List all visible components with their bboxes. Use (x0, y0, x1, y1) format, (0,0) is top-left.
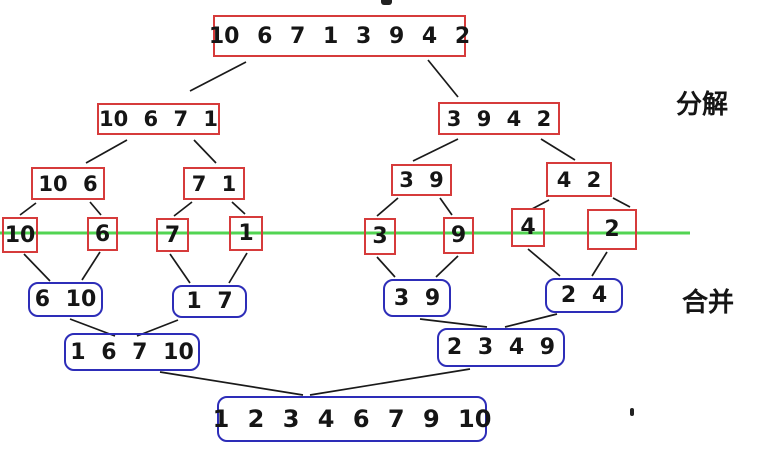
connector-line (159, 371, 304, 396)
connector-line (228, 252, 248, 284)
connector-line (231, 201, 246, 215)
connector-line (309, 368, 471, 396)
connector-line (81, 251, 101, 281)
merge-l1-box: 3 9 (383, 279, 451, 317)
leaf-box: 3 (364, 218, 396, 255)
leaf-box: 6 (87, 217, 118, 251)
connector-line (504, 313, 558, 328)
connector-line (412, 138, 459, 162)
leaf-box: 9 (443, 217, 474, 254)
merge-l1-box: 1 7 (172, 285, 247, 318)
divide-l3-box: 4 2 (546, 162, 612, 197)
leaf-box: 10 (2, 217, 38, 253)
cropped-text-fragment-top (381, 0, 392, 5)
leaf-box: 7 (156, 218, 189, 252)
connector-line (435, 255, 459, 278)
leaf-box: 2 (587, 209, 637, 250)
connector-line (531, 199, 550, 210)
connector-line (89, 201, 102, 216)
divide-l3-box: 10 6 (31, 167, 105, 200)
leaf-box: 1 (229, 216, 263, 251)
connector-line (85, 139, 128, 164)
divide-l2-box-left: 10 6 7 1 (97, 103, 220, 135)
connector-line (612, 197, 631, 208)
divide-l2-box-right: 3 9 4 2 (438, 102, 560, 135)
divide-root-box: 10 6 7 1 3 9 4 2 (209, 15, 470, 57)
stray-mark-right (630, 408, 634, 416)
connector-line (189, 61, 247, 92)
connector-line (419, 318, 488, 328)
connector-line (527, 248, 561, 277)
connector-line (376, 256, 396, 278)
connector-line (439, 197, 453, 216)
connector-line (540, 138, 576, 161)
connector-line (376, 197, 399, 217)
divide-l3-box: 3 9 (391, 164, 452, 196)
divide-phase-label: 分解 (676, 90, 729, 120)
connector-line (591, 251, 608, 277)
merge-phase-label: 合并 (682, 288, 735, 318)
merge-l1-box: 6 10 (28, 282, 103, 317)
merge-l2-box: 1 6 7 10 (64, 333, 200, 371)
divide-l3-box: 7 1 (183, 167, 245, 200)
connector-line (193, 139, 217, 164)
merge-l2-box: 2 3 4 9 (437, 328, 565, 367)
connector-line (427, 59, 459, 98)
merge-root-box: 1 2 3 4 6 7 9 10 (213, 396, 491, 442)
connector-line (169, 253, 191, 284)
connector-line (23, 253, 51, 282)
connector-line (173, 201, 193, 217)
connector-line (19, 202, 37, 216)
merge-l1-box: 2 4 (545, 278, 623, 313)
leaf-box: 4 (511, 208, 545, 247)
